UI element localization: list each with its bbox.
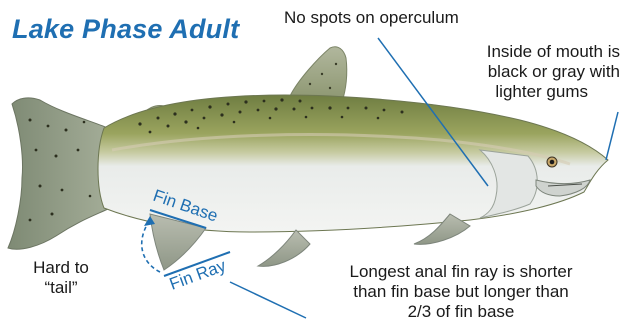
dorsal-fin	[290, 47, 347, 102]
anal-fin-label-line-2: than fin base but longer than	[306, 282, 616, 302]
pupil	[550, 160, 555, 165]
anal-fin-label: Longest anal fin ray is shorter than fin…	[306, 262, 616, 322]
diagram-title: Lake Phase Adult	[12, 14, 239, 45]
tail-label-line-1: Hard to	[18, 258, 104, 278]
operculum-label: No spots on operculum	[284, 8, 459, 28]
mouth-label-line-1: Inside of mouth is	[380, 42, 620, 62]
anal-fin-callout-line	[230, 282, 306, 318]
tail-label: Hard to “tail”	[18, 258, 104, 298]
mouth-label-line-2: black or gray with	[380, 62, 620, 82]
mouth-callout-line	[606, 112, 618, 160]
anal-fin-label-line-1: Longest anal fin ray is shorter	[306, 262, 616, 282]
pelvic-fin	[258, 230, 310, 266]
anal-fin-label-line-3: 2/3 of fin base	[306, 302, 616, 322]
caudal-fin	[8, 98, 110, 249]
mouth-label: Inside of mouth is black or gray with li…	[380, 42, 620, 102]
tail-label-line-2: “tail”	[18, 278, 104, 298]
mouth-label-line-3: lighter gums	[380, 82, 620, 102]
